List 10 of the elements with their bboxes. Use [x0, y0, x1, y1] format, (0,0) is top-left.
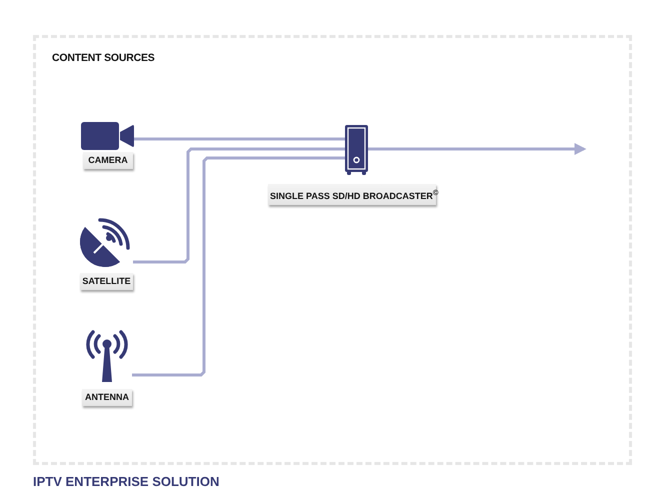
node-label: SATELLITE	[80, 273, 133, 290]
node-label: CAMERA	[83, 152, 133, 169]
caption: IPTV ENTERPRISE SOLUTION	[33, 474, 220, 489]
connector-line	[134, 138, 345, 140]
arrow	[368, 143, 586, 155]
section-heading: CONTENT SOURCES	[52, 52, 155, 64]
connector-line	[132, 156, 345, 376]
connector-line	[133, 148, 345, 264]
device-label: SINGLE PASS SD/HD BROADCASTER$^{©}$	[268, 184, 436, 205]
node-label: ANTENNA	[82, 389, 132, 406]
